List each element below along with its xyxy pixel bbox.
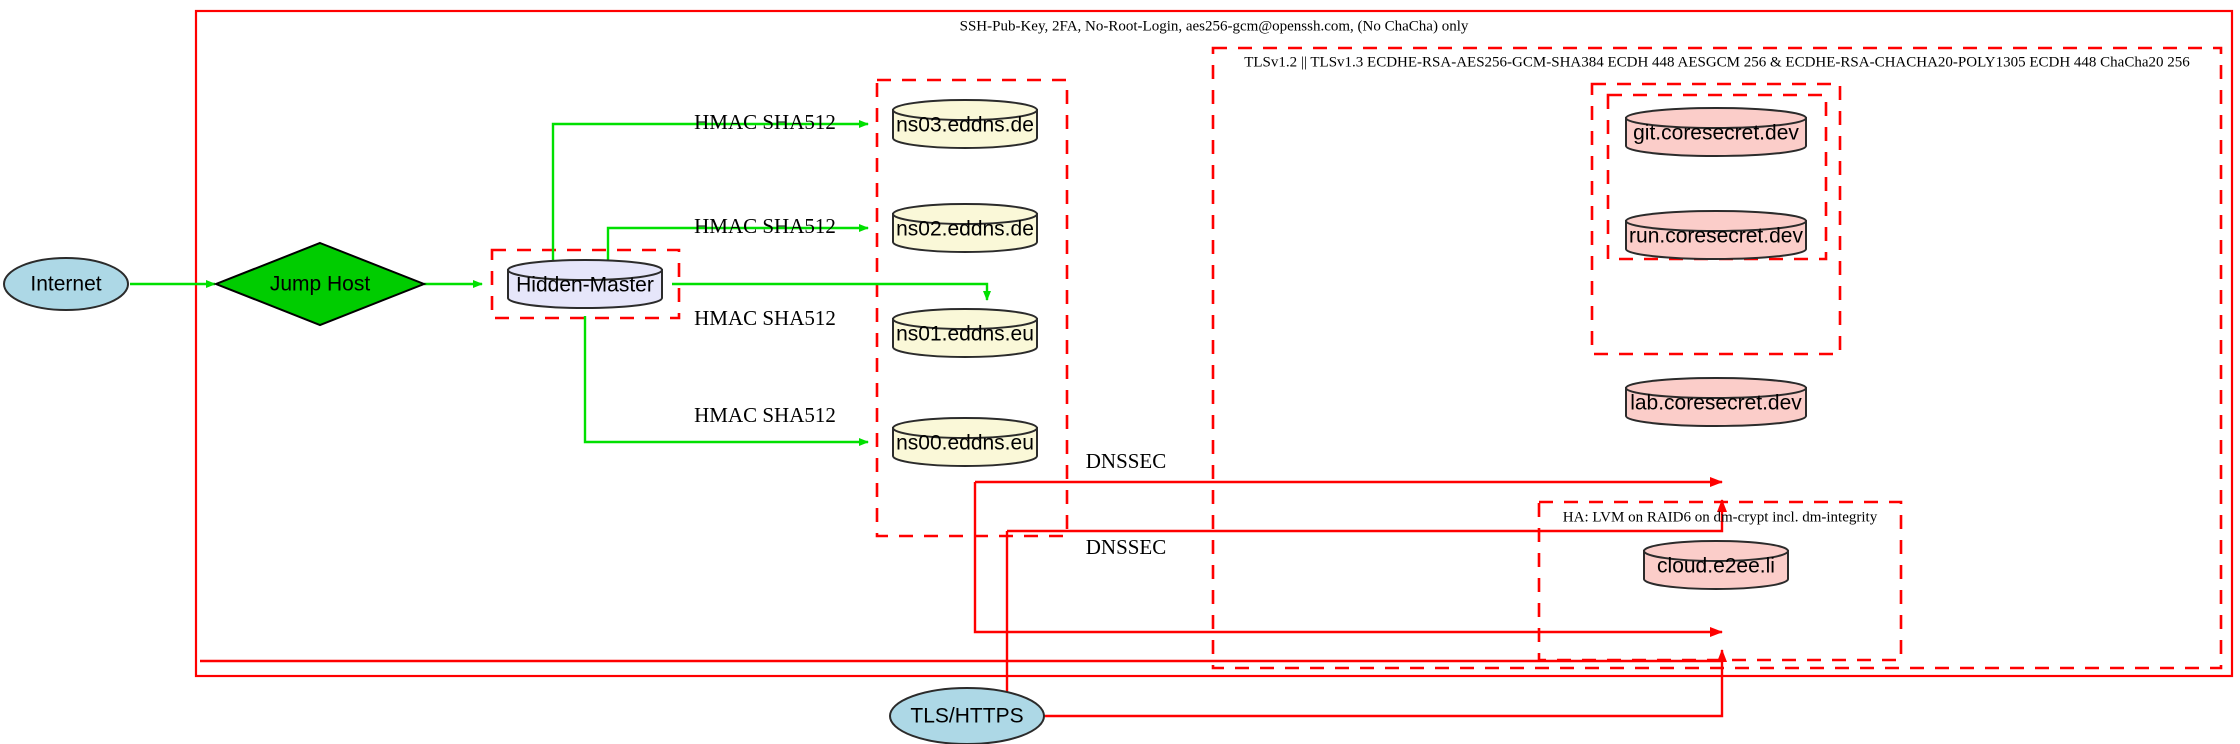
node-git-coresecret[interactable]: git.coresecret.dev <box>1625 107 1807 157</box>
node-ns02[interactable]: ns02.eddns.de <box>892 203 1038 253</box>
cluster-tls <box>1211 46 2223 670</box>
edge-hiddenmaster-ns01 <box>672 282 991 301</box>
cluster-label-ssh: SSH-Pub-Key, 2FA, No-Root-Login, aes256-… <box>960 18 1469 34</box>
node-jumphost[interactable]: Jump Host <box>213 241 427 327</box>
node-label-ns02: ns02.eddns.de <box>896 218 1034 241</box>
node-label-ns00: ns00.eddns.eu <box>896 432 1034 455</box>
node-label-lab: lab.coresecret.dev <box>1630 392 1802 415</box>
node-label-ns01: ns01.eddns.eu <box>896 323 1034 346</box>
node-label-run: run.coresecret.dev <box>1629 225 1803 248</box>
edge-hiddenmaster-ns02 <box>606 224 869 271</box>
cluster-hidden-master <box>490 248 681 320</box>
cluster-label-tls: TLSv1.2 || TLSv1.3 ECDHE-RSA-AES256-GCM-… <box>1244 54 2190 70</box>
edge-label-hmac-ns02: HMAC SHA512 <box>694 214 836 238</box>
node-ns03[interactable]: ns03.eddns.de <box>892 99 1038 149</box>
node-ns01[interactable]: ns01.eddns.eu <box>892 308 1038 358</box>
node-label-cloud: cloud.e2ee.li <box>1657 555 1775 578</box>
cluster-label-ha: HA: LVM on RAID6 on dm-crypt incl. dm-in… <box>1563 509 1878 525</box>
node-label-tls-https: TLS/HTTPS <box>910 705 1023 728</box>
node-lab-coresecret[interactable]: lab.coresecret.dev <box>1625 377 1807 427</box>
cluster-coresecret-outer <box>1590 82 1842 356</box>
cluster-nameservers <box>875 78 1069 538</box>
node-label-hidden-master: Hidden-Master <box>516 274 654 297</box>
node-label-git: git.coresecret.dev <box>1633 122 1799 145</box>
edge-label-dnssec-cloud: DNSSEC <box>1086 535 1167 559</box>
edge-hiddenmaster-ns03 <box>551 120 869 271</box>
cluster-coresecret-inner <box>1606 93 1828 261</box>
edge-label-dnssec-lab: DNSSEC <box>1086 449 1167 473</box>
cluster-outer-ssh <box>194 9 2234 678</box>
edge-label-hmac-ns00: HMAC SHA512 <box>694 403 836 427</box>
edge-tlshttps-lab <box>973 482 1723 637</box>
node-cloud-e2ee[interactable]: cloud.e2ee.li <box>1643 540 1789 590</box>
node-internet[interactable]: Internet <box>3 257 129 311</box>
node-run-coresecret[interactable]: run.coresecret.dev <box>1625 210 1807 260</box>
node-hidden-master[interactable]: Hidden-Master <box>507 259 663 309</box>
node-ns00[interactable]: ns00.eddns.eu <box>892 417 1038 467</box>
node-tls-https[interactable]: TLS/HTTPS <box>889 687 1045 744</box>
node-label-ns03: ns03.eddns.de <box>896 114 1034 137</box>
edge-label-hmac-ns03: HMAC SHA512 <box>694 110 836 134</box>
edge-label-hmac-ns01: HMAC SHA512 <box>694 306 836 330</box>
node-label-jumphost: Jump Host <box>270 273 371 296</box>
edge-hiddenmaster-ns00 <box>583 316 869 446</box>
edge-dnssec-cloud <box>1007 499 1727 533</box>
node-label-internet: Internet <box>30 273 101 296</box>
